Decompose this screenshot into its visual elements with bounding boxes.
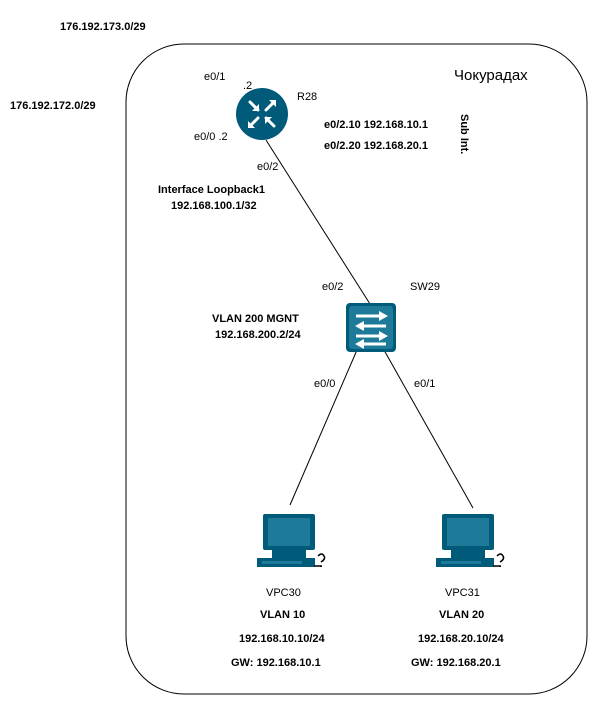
external-network-left: 176.192.172.0/29 xyxy=(10,100,96,112)
router-e00-label: e0/0 .2 xyxy=(194,131,228,143)
router-name: R28 xyxy=(297,91,318,103)
host-vlan: VLAN 20 xyxy=(439,609,485,621)
router-e01-ip: .2 xyxy=(243,80,253,92)
router-subif-10: e0/2.10 192.168.10.1 xyxy=(324,119,428,131)
external-network-top: 176.192.173.0/29 xyxy=(60,21,146,33)
switch-icon[interactable] xyxy=(346,303,396,352)
switch-mgmt-ip: 192.168.200.2/24 xyxy=(215,329,301,341)
switch-port-e00: e0/0 xyxy=(314,378,336,390)
pc-icon[interactable] xyxy=(436,514,505,567)
switch-mgmt-vlan: VLAN 200 MGNT xyxy=(212,313,299,325)
switch-name: SW29 xyxy=(410,281,440,293)
router-subif-20: e0/2.20 192.168.20.1 xyxy=(324,140,428,152)
router-icon[interactable] xyxy=(236,88,288,140)
router-e01-label: e0/1 xyxy=(204,71,226,83)
link-switch-vpc30 xyxy=(289,349,358,506)
host-vlan: VLAN 10 xyxy=(260,609,306,621)
router-e02-label: e0/2 xyxy=(257,161,279,173)
loopback-name: Interface Loopback1 xyxy=(158,184,265,196)
switch-uplink-label: e0/2 xyxy=(322,281,344,293)
host-gateway: GW: 192.168.10.1 xyxy=(231,657,321,669)
sub-int-label: Sub Int. xyxy=(458,114,470,155)
host-name: VPC31 xyxy=(445,587,480,599)
site-boundary xyxy=(125,43,588,695)
host-ip: 192.168.20.10/24 xyxy=(418,633,504,645)
host-gateway: GW: 192.168.20.1 xyxy=(411,657,501,669)
host-ip: 192.168.10.10/24 xyxy=(239,633,325,645)
link-switch-vpc31 xyxy=(383,349,474,509)
pc-icon[interactable] xyxy=(257,514,326,567)
host-name: VPC30 xyxy=(266,587,301,599)
switch-port-e01: e0/1 xyxy=(414,378,436,390)
loopback-ip: 192.168.100.1/32 xyxy=(171,200,257,212)
site-name: Чокурадах xyxy=(454,67,528,84)
link-router-switch xyxy=(265,139,371,305)
